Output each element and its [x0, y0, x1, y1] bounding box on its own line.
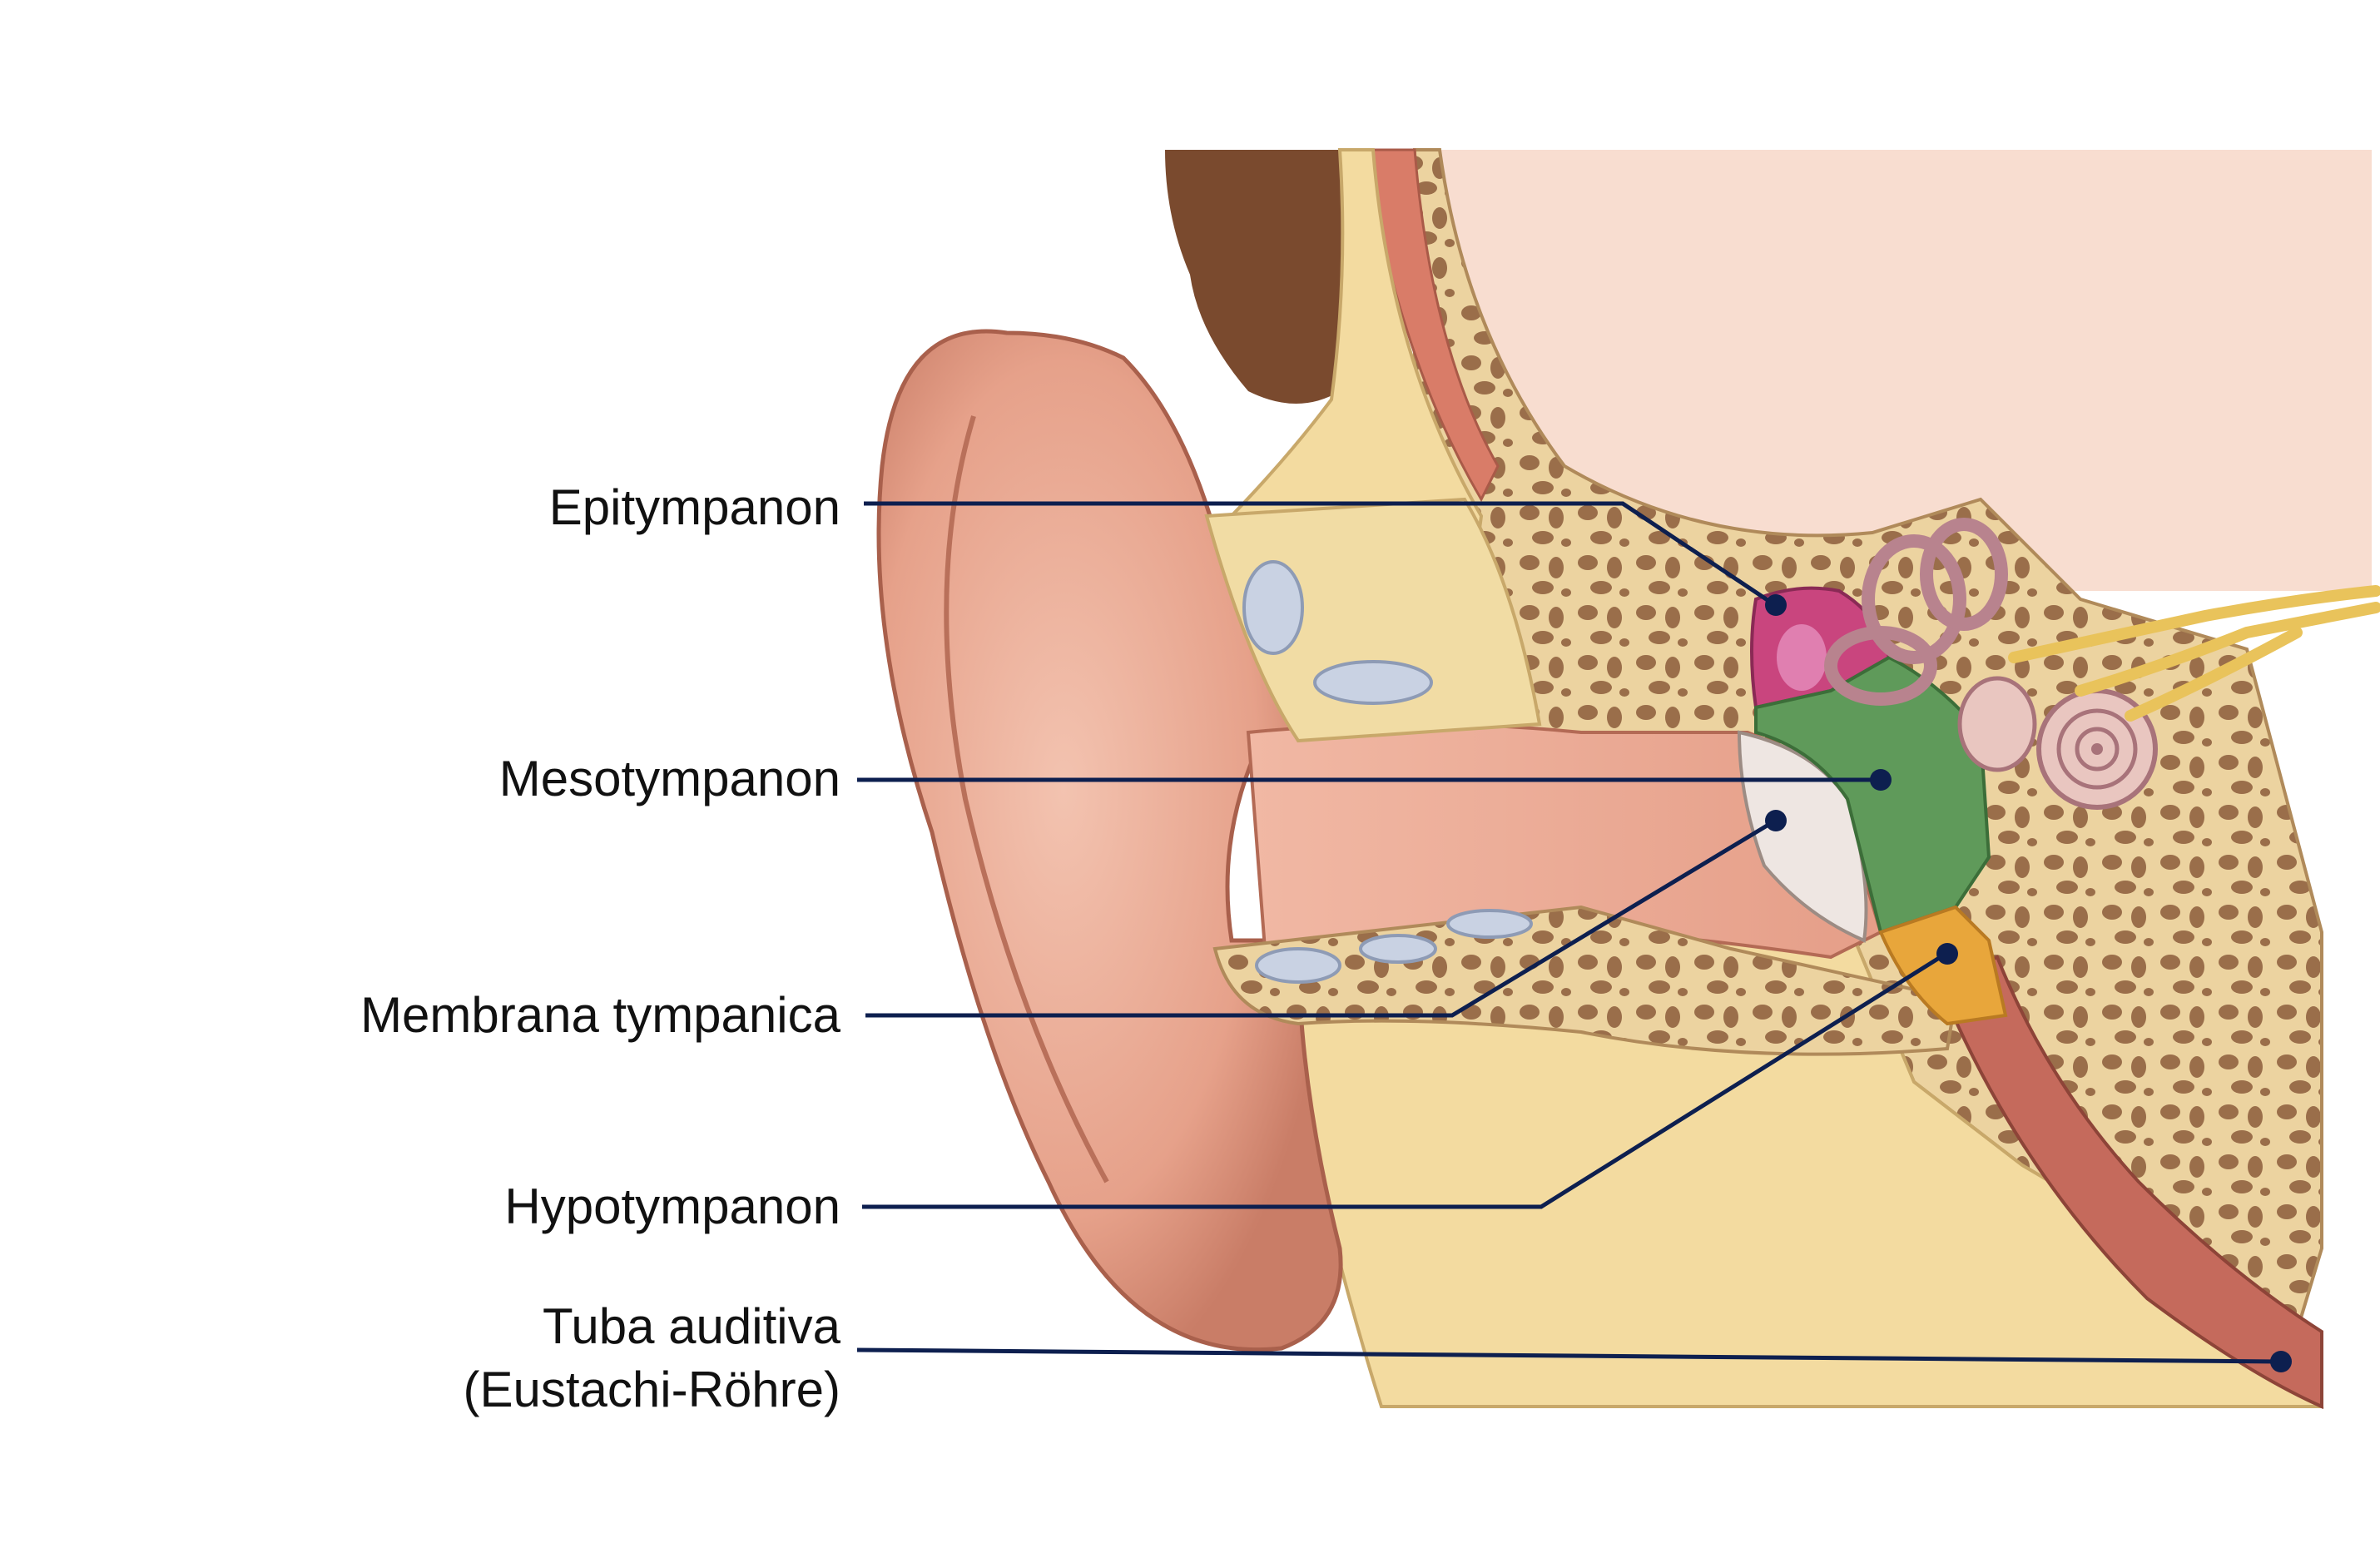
label-hypotympanon: Hypotympanon — [504, 1178, 840, 1234]
canal-roof — [1204, 497, 1542, 743]
auricle — [876, 329, 1343, 1352]
dot-tuba-auditiva — [2270, 1351, 2292, 1372]
leader-line-epitympanon — [864, 501, 1774, 606]
mesotympanon-region — [1754, 655, 1991, 935]
helix-fold — [944, 415, 1109, 1183]
air-cell — [1446, 909, 1533, 939]
dot-mesotympanon — [1870, 769, 1892, 791]
leader-line-tuba-auditiva — [856, 1347, 2279, 1364]
cochlea — [2036, 688, 2158, 810]
vestibulocochlear-nerve — [2008, 585, 2380, 722]
leader-dots — [1765, 594, 2292, 1372]
air-cell — [1313, 660, 1433, 705]
label-tuba-auditiva-line2: (Eustachi-Röhre) — [463, 1362, 841, 1417]
dot-epitympanon — [1765, 594, 1787, 616]
semicircular-canals — [1824, 518, 2008, 706]
dot-membrana-tympanica — [1765, 810, 1787, 831]
vestibule — [1957, 676, 2037, 772]
dot-hypotympanon — [1936, 943, 1958, 965]
leader-line-hypotympanon — [862, 953, 1945, 1209]
air-cell — [1255, 947, 1341, 984]
label-mesotympanon: Mesotympanon — [498, 751, 840, 806]
ossicle-head — [1777, 624, 1827, 691]
air-cell — [1242, 560, 1304, 655]
eustachian-tube — [1936, 955, 2323, 1410]
label-membrana-tympanica: Membrana tympanica — [360, 987, 840, 1043]
label-tuba-auditiva-line1: Tuba auditiva — [542, 1298, 840, 1354]
hypotympanon-region — [1878, 905, 2008, 1026]
leader-lines — [856, 501, 2279, 1364]
leader-line-membrana-tympanica — [865, 820, 1774, 1018]
air-cell — [1359, 934, 1437, 964]
label-epitympanon: Epitympanon — [548, 479, 840, 535]
hair-region — [1165, 150, 1348, 404]
